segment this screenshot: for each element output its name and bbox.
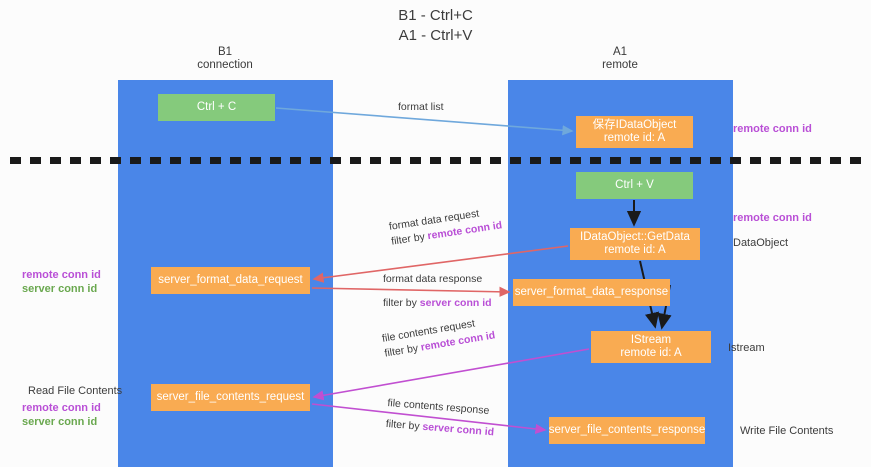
box-idataobject-getdata-line1: IDataObject::GetData bbox=[580, 230, 690, 243]
box-save-idataobject-line1: 保存IDataObject bbox=[592, 118, 677, 131]
lane-b1-name: B1 bbox=[217, 46, 233, 58]
conn-id-token: server conn id bbox=[419, 297, 492, 309]
annotation-read-file-contents: Read File Contents bbox=[28, 385, 123, 397]
annotation-conn-id-legend-bottom: remote conn id server conn id bbox=[22, 401, 101, 429]
box-ctrl-c-label: Ctrl + C bbox=[196, 100, 237, 113]
page-title: B1 - Ctrl+C A1 - Ctrl+V bbox=[0, 6, 871, 46]
edge-label-file-contents-response: file contents response filter by server … bbox=[385, 396, 496, 440]
conn-id-token: server conn id bbox=[421, 420, 495, 439]
annotation-istream: Istream bbox=[728, 342, 765, 354]
box-ctrl-c[interactable]: Ctrl + C bbox=[158, 94, 275, 121]
annotation-dataobject: DataObject bbox=[733, 237, 789, 249]
edge-label-format-data-response-line1: format data response bbox=[383, 273, 483, 285]
edge-label-format-data-response-line2: filter by server conn id bbox=[383, 296, 492, 311]
annotation-write-file-contents: Write File Contents bbox=[740, 425, 834, 437]
lane-a1-name: A1 bbox=[612, 46, 628, 58]
box-server-file-contents-response-label: server_file_contents_response bbox=[548, 423, 706, 436]
title-line-2: A1 - Ctrl+V bbox=[398, 27, 473, 44]
filter-by-prefix: filter by bbox=[385, 417, 423, 433]
edge-label-file-contents-response-line1: file contents response bbox=[386, 396, 490, 417]
box-istream-line2: remote id: A bbox=[620, 347, 682, 359]
annotation-conn-id-legend-top: remote conn id server conn id bbox=[22, 268, 101, 296]
box-server-file-contents-request-label: server_file_contents_request bbox=[156, 390, 305, 403]
edge-label-format-list-line1: format list bbox=[398, 101, 444, 113]
filter-by-prefix: filter by bbox=[390, 230, 429, 248]
lane-b1-role: connection bbox=[197, 59, 253, 71]
box-save-idataobject-line2: remote id: A bbox=[603, 132, 666, 144]
box-idataobject-getdata-line2: remote id: A bbox=[604, 244, 666, 256]
box-save-idataobject[interactable]: 保存IDataObject remote id: A bbox=[576, 116, 693, 148]
annotation-remote-conn-id-2: remote conn id bbox=[22, 402, 101, 414]
lane-header-b1: B1 connection bbox=[145, 46, 305, 72]
box-server-file-contents-request[interactable]: server_file_contents_request bbox=[151, 384, 310, 411]
title-line-1: B1 - Ctrl+C bbox=[398, 7, 473, 24]
annotation-server-conn-id: server conn id bbox=[22, 283, 98, 295]
box-istream-line1: IStream bbox=[630, 333, 672, 346]
edge-label-file-contents-request: file contents request filter by remote c… bbox=[381, 314, 496, 362]
edge-label-format-data-request: format data request filter by remote con… bbox=[388, 203, 503, 249]
box-server-format-data-response[interactable]: server_format_data_response bbox=[513, 279, 670, 306]
box-idataobject-getdata[interactable]: IDataObject::GetData remote id: A bbox=[570, 228, 700, 260]
lane-a1-role: remote bbox=[602, 59, 638, 71]
lane-header-a1: A1 remote bbox=[540, 46, 700, 72]
filter-by-prefix: filter by bbox=[383, 297, 420, 309]
annotation-remote-conn-id: remote conn id bbox=[22, 269, 101, 281]
annotation-remote-conn-id-mid: remote conn id bbox=[733, 212, 812, 224]
box-ctrl-v-label: Ctrl + V bbox=[615, 178, 654, 191]
box-istream[interactable]: IStream remote id: A bbox=[591, 331, 711, 363]
box-server-format-data-request[interactable]: server_format_data_request bbox=[151, 267, 310, 294]
edge-label-format-list: format list bbox=[398, 100, 444, 115]
box-ctrl-v[interactable]: Ctrl + V bbox=[576, 172, 693, 199]
edge-label-file-contents-response-line2: filter by server conn id bbox=[385, 417, 494, 440]
box-server-format-data-response-label: server_format_data_response bbox=[514, 285, 669, 298]
annotation-remote-conn-id-top: remote conn id bbox=[733, 123, 812, 135]
edge-label-format-data-response: format data response filter by server co… bbox=[383, 272, 492, 311]
box-server-format-data-request-label: server_format_data_request bbox=[158, 273, 303, 286]
box-server-file-contents-response[interactable]: server_file_contents_response bbox=[549, 417, 705, 444]
annotation-server-conn-id-2: server conn id bbox=[22, 416, 98, 428]
